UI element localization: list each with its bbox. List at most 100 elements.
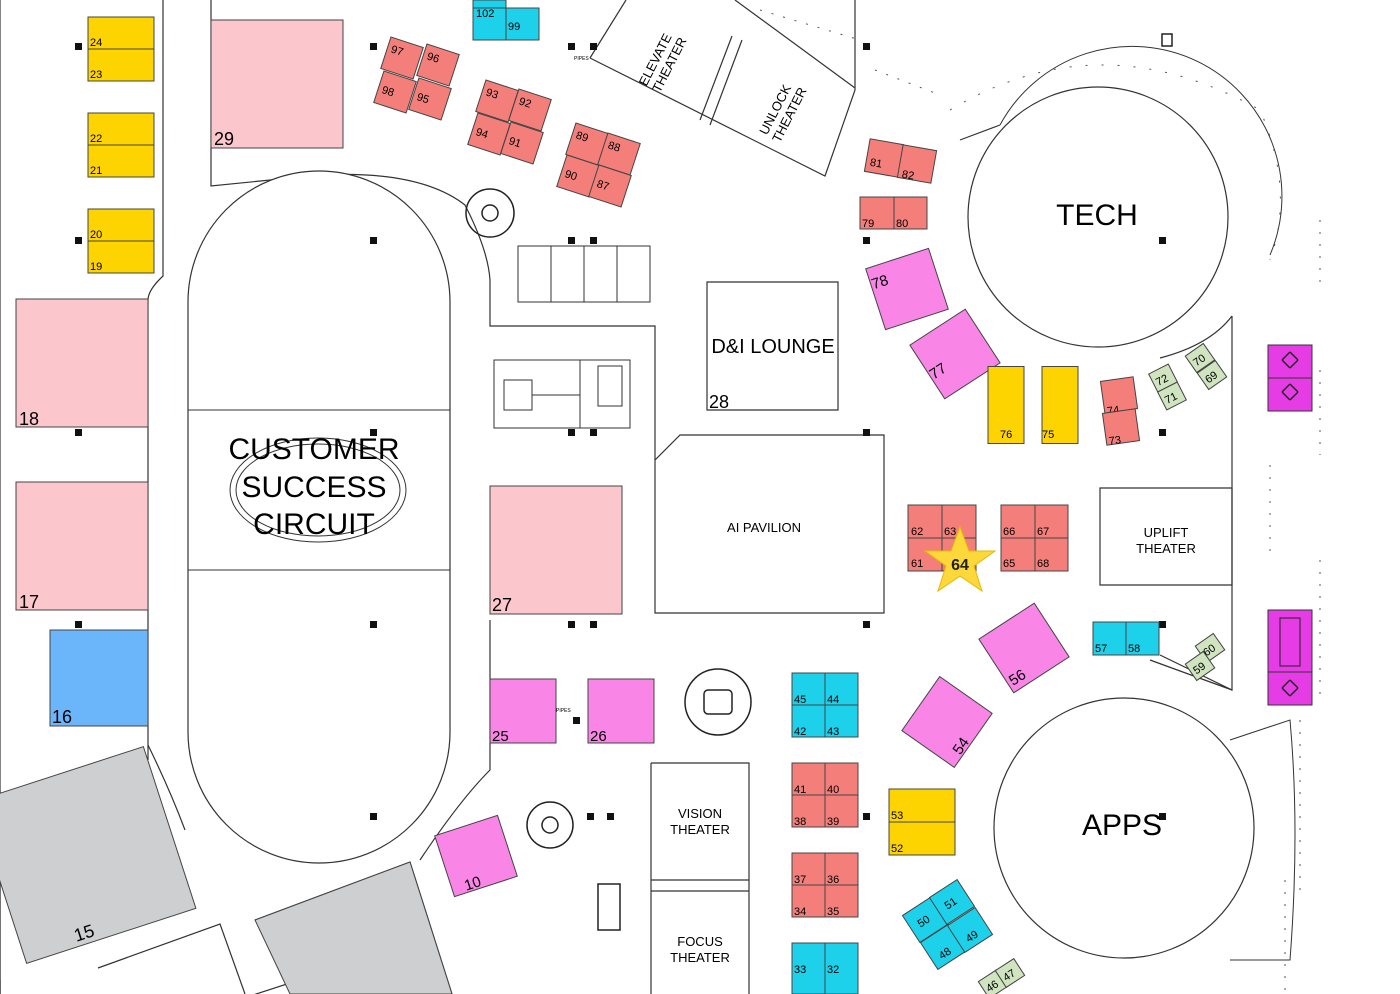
booth-66[interactable]: 66 <box>1000 504 1036 539</box>
zone-tech[interactable]: TECH <box>1056 199 1138 232</box>
booth-38[interactable]: 38 <box>791 794 826 828</box>
booth-78[interactable]: 78 <box>865 247 949 331</box>
booth-shape[interactable] <box>472 7 507 41</box>
booth-shape[interactable] <box>472 0 507 9</box>
booth-36[interactable]: 36 <box>824 852 859 886</box>
booth-33[interactable]: 33 <box>791 942 826 994</box>
booth-shape[interactable] <box>210 19 344 149</box>
booth-58[interactable]: 58 <box>1125 621 1160 656</box>
booth-19[interactable]: 19 <box>87 240 155 274</box>
booth-71[interactable]: 71 <box>1156 381 1188 411</box>
booth-25[interactable]: 25 <box>489 678 557 745</box>
booth-shape[interactable] <box>824 704 859 738</box>
zone-uplift-2[interactable]: THEATER <box>1136 541 1196 556</box>
booth-shape[interactable] <box>587 678 655 744</box>
booth-44[interactable]: 44 <box>824 672 859 706</box>
booth-40[interactable]: 40 <box>824 762 859 796</box>
booth-100[interactable] <box>472 0 507 9</box>
booth-24[interactable]: 24 <box>87 16 155 50</box>
zone-vision-1[interactable]: VISION <box>678 806 722 821</box>
zone-focus-2[interactable]: THEATER <box>670 950 730 965</box>
booth-shape[interactable] <box>489 678 557 744</box>
booth-34[interactable]: 34 <box>791 884 826 918</box>
booth-98[interactable]: 98 <box>373 70 417 114</box>
booth-26[interactable]: 26 <box>587 678 655 745</box>
booth-shape[interactable] <box>888 821 956 856</box>
booth-shape[interactable] <box>1184 650 1216 682</box>
booth-shape[interactable] <box>1156 381 1188 411</box>
booth-41[interactable]: 41 <box>791 762 826 796</box>
unlock-theater[interactable]: UNLOCK THEATER <box>756 78 810 145</box>
booth-shape[interactable] <box>87 240 155 274</box>
booth-102[interactable]: 102 <box>472 7 507 41</box>
booth-94[interactable]: 94 <box>467 112 511 156</box>
booth-shape[interactable] <box>909 308 1001 400</box>
booth-shape[interactable] <box>994 957 1026 989</box>
booth-72[interactable]: 72 <box>1147 363 1179 393</box>
booth-42[interactable]: 42 <box>791 704 826 738</box>
booth-35[interactable]: 35 <box>824 884 859 918</box>
booth-67[interactable]: 67 <box>1034 504 1069 539</box>
booth-29[interactable]: 29 <box>210 19 344 149</box>
booth-shape[interactable] <box>416 43 460 87</box>
zone-focus-1[interactable]: FOCUS <box>677 934 723 949</box>
booth-shape[interactable] <box>87 112 155 146</box>
booth-92[interactable]: 92 <box>508 88 552 132</box>
booth-39[interactable]: 39 <box>824 794 859 828</box>
booth-shape[interactable] <box>824 794 859 828</box>
booth-73[interactable]: 73 <box>1101 408 1141 448</box>
booth-51[interactable]: 51 <box>928 878 976 926</box>
booth-43[interactable]: 43 <box>824 704 859 738</box>
booth-shape[interactable] <box>901 675 993 769</box>
booth-47[interactable]: 47 <box>994 957 1026 989</box>
booth-shape[interactable] <box>380 36 424 80</box>
booth-97[interactable]: 97 <box>380 36 424 80</box>
booth-shape[interactable] <box>87 48 155 82</box>
booth-23[interactable]: 23 <box>87 48 155 82</box>
booth-27[interactable]: 27 <box>489 485 623 615</box>
booth-21[interactable]: 21 <box>87 144 155 178</box>
booth-shape[interactable] <box>434 814 518 898</box>
booth-81[interactable]: 81 <box>863 138 905 178</box>
booth-shape[interactable] <box>505 7 540 41</box>
zone-customer-line1[interactable]: CUSTOMER <box>228 433 399 466</box>
booth-45[interactable]: 45 <box>791 672 826 706</box>
booth-93[interactable]: 93 <box>475 79 519 123</box>
booth-69[interactable]: 69 <box>1196 359 1228 391</box>
booth-shape[interactable] <box>1184 342 1216 374</box>
booth-77[interactable]: 77 <box>909 308 1001 400</box>
booth-shape[interactable] <box>865 247 949 331</box>
zone-lounge[interactable]: D&I LOUNGE <box>711 336 834 358</box>
booth-shape[interactable] <box>896 144 938 184</box>
booth-17[interactable]: 17 <box>15 481 149 612</box>
booth-15[interactable]: 15 <box>0 746 197 964</box>
booth-shape[interactable] <box>0 746 197 964</box>
booth-82[interactable]: 82 <box>896 144 938 186</box>
booth-91[interactable]: 91 <box>500 121 544 165</box>
booth-shape[interactable] <box>888 788 956 823</box>
booth-shape[interactable] <box>87 208 155 242</box>
booth-87[interactable]: 87 <box>588 164 632 208</box>
booth-shape[interactable] <box>489 485 623 615</box>
booth-shape[interactable] <box>791 762 826 796</box>
booth-shape[interactable] <box>1101 408 1141 446</box>
booth-shape[interactable] <box>49 629 149 727</box>
booth-37[interactable]: 37 <box>791 852 826 886</box>
booth-shape[interactable] <box>791 794 826 828</box>
booth-16[interactable]: 16 <box>49 629 149 727</box>
booth-52[interactable]: 52 <box>888 821 956 856</box>
booth-32[interactable]: 32 <box>824 942 859 994</box>
booth-shape[interactable] <box>791 672 826 706</box>
booth-62[interactable]: 62 <box>907 504 943 539</box>
booth-shape[interactable] <box>373 70 417 114</box>
booth-shape[interactable] <box>791 852 826 886</box>
booth-shape[interactable] <box>87 144 155 178</box>
booth-shape[interactable] <box>1000 537 1036 572</box>
booth-68[interactable]: 68 <box>1034 537 1069 572</box>
booth-53[interactable]: 53 <box>888 788 956 823</box>
booth-95[interactable]: 95 <box>408 77 452 121</box>
booth-22[interactable]: 22 <box>87 112 155 146</box>
booth-shape[interactable] <box>978 602 1070 694</box>
booth-79[interactable]: 79 <box>859 196 895 230</box>
booth-56[interactable]: 56 <box>978 602 1070 694</box>
